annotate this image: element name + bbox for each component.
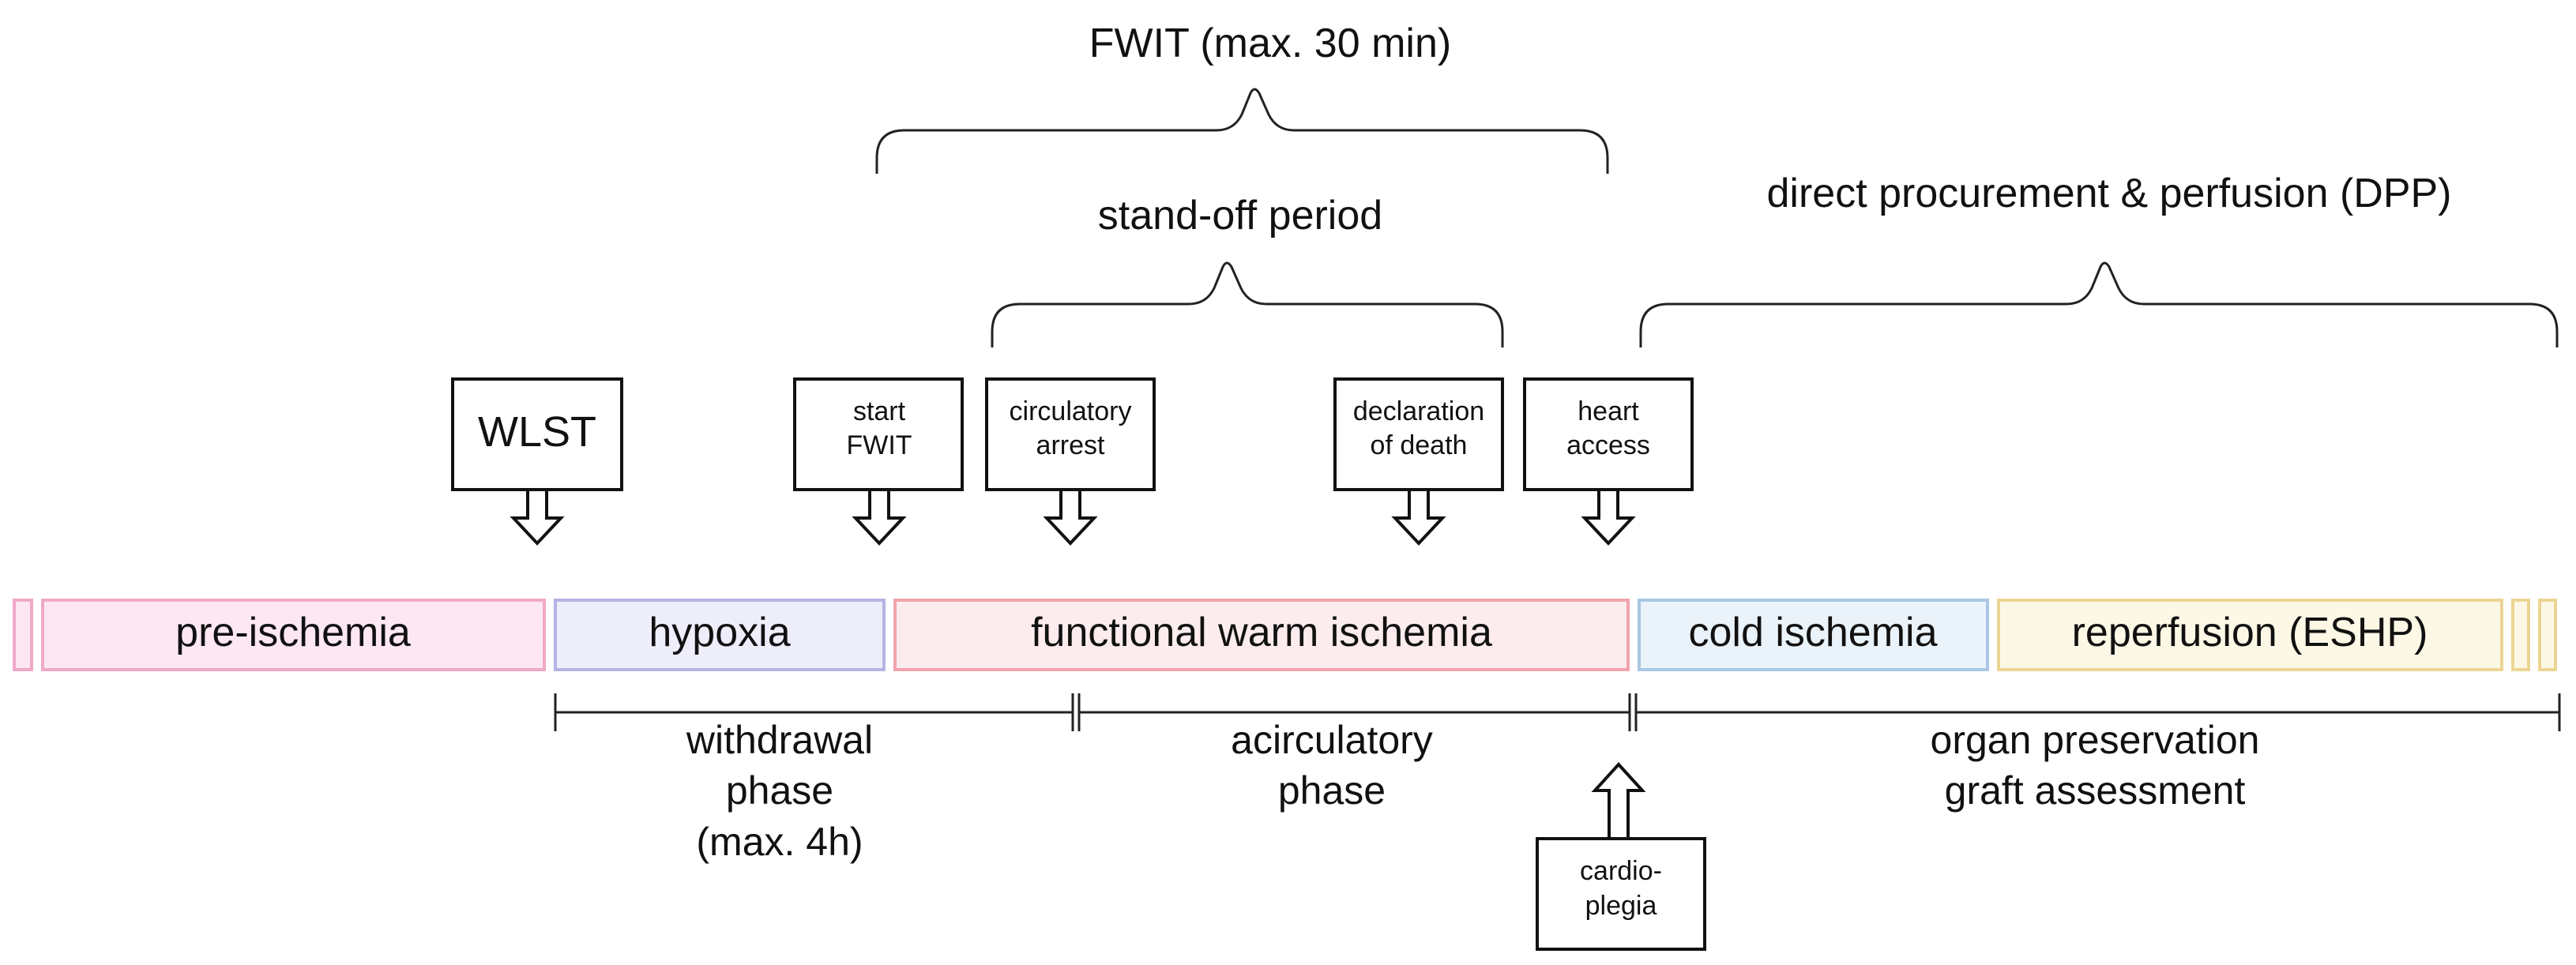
- wlst-label: WLST: [478, 408, 596, 456]
- withdrawal-phase-line2: phase: [726, 768, 833, 813]
- wlst-box: [451, 377, 623, 491]
- stage-pre-ischemia-label: pre-ischemia: [175, 610, 411, 655]
- acirculatory-phase-label: acirculatory phase: [1231, 718, 1433, 813]
- circulatory-arrest-marker: circulatory arrest: [985, 377, 1156, 545]
- wlst-marker: WLST: [451, 377, 623, 545]
- cardioplegia-box: [1536, 837, 1706, 951]
- heart-access-label-line2: access: [1566, 430, 1650, 460]
- withdrawal-phase-label: withdrawal phase (max. 4h): [686, 718, 873, 864]
- phase-timeline: [554, 693, 2561, 731]
- dpp-bracket: direct procurement & perfusion (DPP): [1639, 171, 2559, 347]
- declaration-of-death-label-line1: declaration: [1353, 396, 1484, 426]
- fwit-label: FWIT (max. 30 min): [1089, 21, 1451, 66]
- start-fwit-box: [793, 377, 964, 491]
- start-fwit-down-arrow-icon: [854, 488, 904, 545]
- standoff-label: stand-off period: [1098, 193, 1382, 238]
- start-fwit-marker: start FWIT: [793, 377, 964, 545]
- standoff-bracket: stand-off period: [991, 193, 1504, 347]
- stage-end-edge-segment-1: [2511, 599, 2530, 671]
- stage-cold-ischemia-box: [1638, 599, 1989, 671]
- stage-hypoxia-label: hypoxia: [649, 610, 790, 655]
- start-fwit-label-line1: start: [853, 396, 906, 426]
- circulatory-arrest-label-line2: arrest: [1036, 430, 1105, 460]
- stage-reperfusion-label: reperfusion (ESHP): [2072, 610, 2428, 655]
- stage-hypoxia-box: [554, 599, 886, 671]
- preservation-phase-line2: graft assessment: [1945, 768, 2246, 813]
- stage-reperfusion-box: [1997, 599, 2503, 671]
- stage-bars: pre-ischemia hypoxia functional warm isc…: [13, 599, 2557, 671]
- fwit-bracket: FWIT (max. 30 min): [875, 21, 1609, 174]
- withdrawal-phase-line3: (max. 4h): [696, 820, 863, 864]
- dpp-label: direct procurement & perfusion (DPP): [1766, 171, 2451, 216]
- acirculatory-phase-line2: phase: [1278, 768, 1386, 813]
- wlst-down-arrow-icon: [512, 488, 562, 545]
- standoff-brace: [991, 261, 1504, 347]
- declaration-of-death-label-line2: of death: [1371, 430, 1468, 460]
- heart-access-down-arrow-icon: [1583, 488, 1634, 545]
- stage-end-edge-segment-2: [2538, 599, 2557, 671]
- preservation-phase-label: organ preservation graft assessment: [1931, 718, 2260, 813]
- stage-functional-warm-ischemia-label: functional warm ischemia: [1031, 610, 1492, 655]
- circulatory-arrest-label-line1: circulatory: [1010, 396, 1132, 426]
- cardioplegia-label-line1: cardio-: [1580, 856, 1662, 886]
- fwit-brace: [875, 88, 1609, 174]
- start-fwit-label-line2: FWIT: [846, 430, 912, 460]
- cardioplegia-label-line2: plegia: [1585, 891, 1657, 921]
- heart-access-marker: heart access: [1523, 377, 1694, 545]
- cardioplegia-up-arrow-icon: [1591, 762, 1646, 840]
- declaration-of-death-marker: declaration of death: [1333, 377, 1504, 545]
- stage-functional-warm-ischemia-box: [893, 599, 1630, 671]
- withdrawal-phase-line1: withdrawal: [686, 718, 873, 762]
- declaration-of-death-box: [1333, 377, 1504, 491]
- dpp-brace: [1639, 261, 2559, 347]
- stage-pre-ischemia-box: [41, 599, 546, 671]
- cardioplegia-marker: cardio- plegia: [1536, 762, 1706, 951]
- preservation-phase-line1: organ preservation: [1931, 718, 2260, 762]
- declaration-of-death-down-arrow-icon: [1393, 488, 1444, 545]
- acirculatory-phase-line1: acirculatory: [1231, 718, 1433, 762]
- stage-start-edge-segment: [13, 599, 33, 671]
- stage-cold-ischemia-label: cold ischemia: [1688, 610, 1937, 655]
- circulatory-arrest-down-arrow-icon: [1045, 488, 1096, 545]
- heart-access-label-line1: heart: [1578, 396, 1639, 426]
